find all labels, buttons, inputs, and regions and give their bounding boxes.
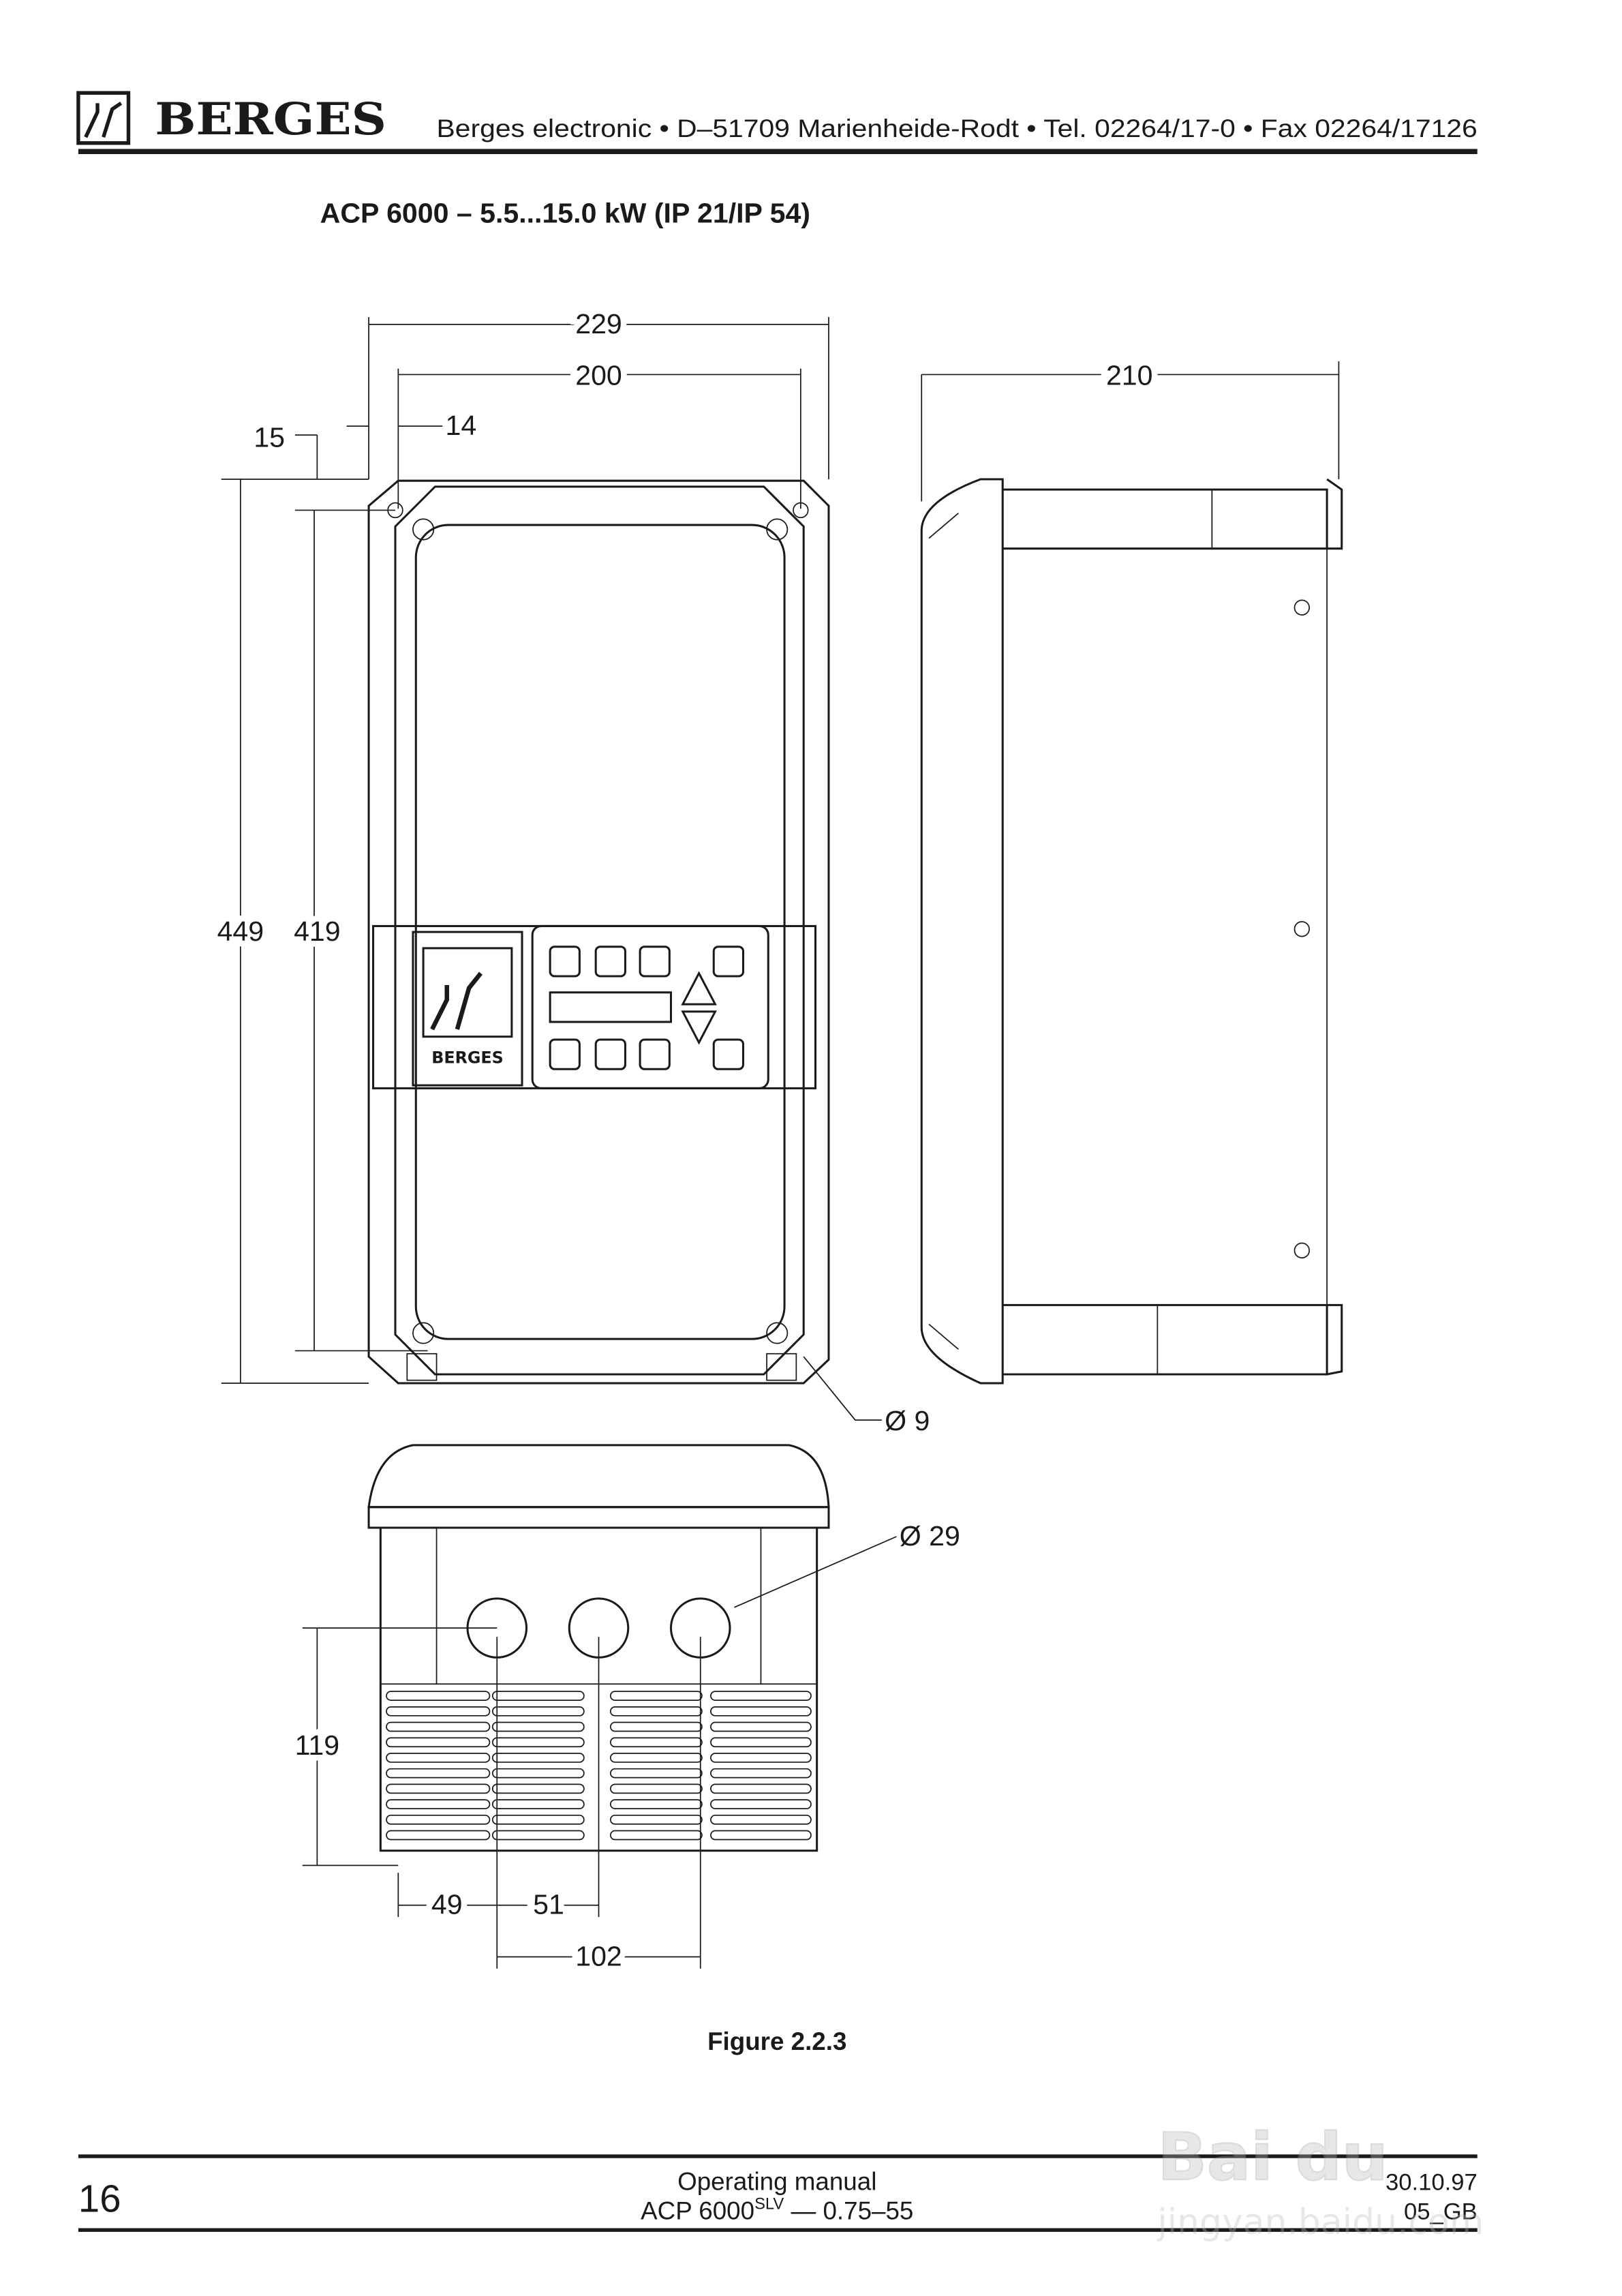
vent-slot: [710, 1721, 812, 1732]
dim-overall-height: 449: [217, 916, 264, 947]
vent-slot: [386, 1753, 491, 1763]
dim-top-offset: 15: [254, 421, 285, 453]
footer-rule-top: [78, 2154, 1478, 2158]
footer-doc-title: Operating manual: [677, 2167, 876, 2195]
dim-hole-height: 419: [294, 916, 341, 947]
keypad-buttons: [549, 946, 745, 1070]
vent-slot: [710, 1814, 812, 1825]
dim-offset-2: 51: [533, 1889, 564, 1920]
vent-slot: [609, 1799, 703, 1809]
vent-slot: [386, 1706, 491, 1717]
vent-slot: [386, 1814, 491, 1825]
figure-caption: Figure 2.2.3: [707, 2027, 846, 2055]
dim-depth: 210: [1106, 360, 1153, 391]
vent-slot: [491, 1737, 585, 1748]
vent-slot: [386, 1830, 491, 1841]
dim-span: 102: [575, 1940, 622, 1972]
vent-slot: [609, 1830, 703, 1841]
bottom-view: Ø 29 119 49 51 102: [289, 1444, 960, 1978]
vent-slot: [710, 1799, 812, 1809]
vent-slot: [386, 1799, 491, 1809]
vent-slot: [491, 1783, 585, 1794]
watermark: Bai du jingyan.baidu.com: [1157, 2119, 1484, 2243]
header-contact: Berges electronic • D–51709 Marienheide-…: [437, 115, 1478, 142]
dim-overall-width: 229: [575, 308, 622, 339]
vent-slot: [491, 1706, 585, 1717]
page-title: ACP 6000 – 5.5...15.0 kW (IP 21/IP 54): [320, 198, 810, 229]
vent-slot: [386, 1737, 491, 1748]
svg-text:Bai du: Bai du: [1157, 2120, 1388, 2195]
vent-slot: [710, 1768, 812, 1779]
vent-slot: [710, 1783, 812, 1794]
vent-slot: [609, 1753, 703, 1763]
vent-slot: [491, 1768, 585, 1779]
vent-slot: [491, 1830, 585, 1841]
vent-slot: [491, 1691, 585, 1701]
footer-doc-subtitle: ACP 6000SLV — 0.75–55: [641, 2194, 913, 2224]
footer-code: 05_GB: [1404, 2199, 1478, 2225]
vent-slot: [710, 1691, 812, 1701]
page-number: 16: [78, 2177, 121, 2220]
dim-hole-diameter: Ø 9: [885, 1405, 930, 1436]
vent-slot: [609, 1783, 703, 1794]
vent-slot: [609, 1721, 703, 1732]
vent-slot: [609, 1768, 703, 1779]
vent-slot: [609, 1814, 703, 1825]
vent-slot: [609, 1737, 703, 1748]
dim-gland-height: 119: [295, 1729, 340, 1761]
vent-slot: [491, 1753, 585, 1763]
berges-logo: [76, 91, 131, 145]
vent-slot: [491, 1721, 585, 1732]
front-view: BERGES 229 200 14 15 449 419 Ø 9: [211, 302, 930, 1436]
header-rule: [78, 149, 1478, 155]
svg-text:jingyan.baidu.com: jingyan.baidu.com: [1157, 2202, 1484, 2243]
vent-slot: [386, 1691, 491, 1701]
brand-name: BERGES: [155, 93, 386, 145]
vent-slot: [386, 1783, 491, 1794]
vent-slot: [710, 1830, 812, 1841]
vent-slot: [491, 1799, 585, 1809]
dim-hole-width: 200: [575, 360, 622, 391]
panel-logo-text: BERGES: [431, 1048, 504, 1068]
vent-slot: [710, 1753, 812, 1763]
footer-date: 30.10.97: [1386, 2169, 1478, 2195]
dim-gland-diameter: Ø 29: [900, 1520, 960, 1552]
vent-slot: [609, 1691, 703, 1701]
dim-side-offset: 14: [446, 410, 477, 441]
vent-slot: [491, 1814, 585, 1825]
vent-slots: [386, 1691, 812, 1841]
side-view: 210: [920, 354, 1343, 1385]
dim-offset-1: 49: [431, 1889, 463, 1920]
vent-slot: [710, 1737, 812, 1748]
vent-slot: [386, 1768, 491, 1779]
vent-slot: [386, 1721, 491, 1732]
footer-rule-bottom: [78, 2228, 1478, 2232]
vent-slot: [710, 1706, 812, 1717]
vent-slot: [609, 1706, 703, 1717]
